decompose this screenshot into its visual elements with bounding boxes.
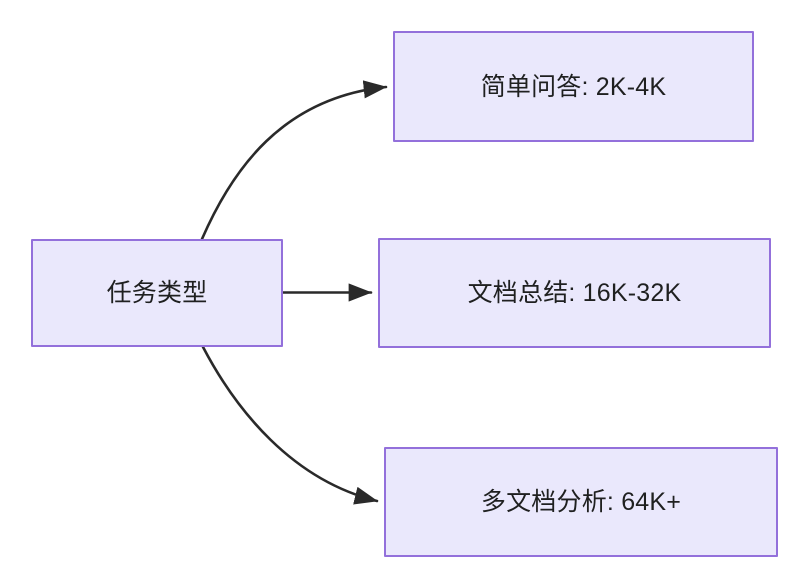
node-simple-qa[interactable]: 简单问答: 2K-4K [393,31,754,142]
node-multi-doc[interactable]: 多文档分析: 64K+ [384,447,778,557]
node-label: 多文档分析: 64K+ [480,488,682,516]
node-label: 简单问答: 2K-4K [480,72,667,101]
node-label: 任务类型 [106,279,208,307]
node-label: 文档总结: 16K-32K [467,279,682,307]
node-task-type[interactable]: 任务类型 [31,239,283,347]
node-doc-summary[interactable]: 文档总结: 16K-32K [378,238,771,348]
edge-root-to-multi-doc [201,345,379,505]
edge-root-to-simple-qa [200,80,388,241]
